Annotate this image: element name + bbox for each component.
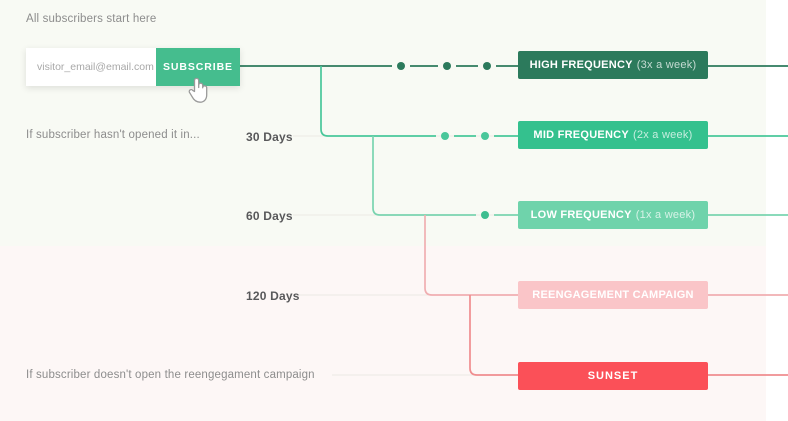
day-label-120: 120 Days <box>246 289 300 303</box>
flow-node-high-frequency-title: HIGH FREQUENCY <box>529 59 633 71</box>
flow-node-reengagement-campaign[interactable]: REENGAGEMENT CAMPAIGN <box>518 281 708 309</box>
flow-node-mid-frequency-detail: (2x a week) <box>632 129 693 141</box>
caption-no-open-reengagement: If subscriber doesn't open the reengegam… <box>26 369 315 381</box>
timeline-rules <box>293 135 520 376</box>
flow-node-low-frequency-title: LOW FREQUENCY <box>530 209 632 221</box>
caption-start: All subscribers start here <box>26 13 157 25</box>
flow-node-low-frequency[interactable]: LOW FREQUENCY (1x a week) <box>518 201 708 229</box>
caption-not-opened: If subscriber hasn't opened it in... <box>26 129 200 141</box>
wire-dots-high-frequency <box>397 62 491 70</box>
background-panel-right-margin <box>766 0 788 421</box>
background-panel-lower <box>0 246 766 421</box>
flow-node-mid-frequency-title: MID FREQUENCY <box>533 129 629 141</box>
email-input[interactable] <box>26 48 156 86</box>
wire-low-frequency <box>372 136 788 216</box>
flow-node-sunset[interactable]: SUNSET <box>518 362 708 390</box>
flow-node-high-frequency-detail: (3x a week) <box>636 59 697 71</box>
subscribe-button[interactable]: SUBSCRIBE <box>156 48 240 86</box>
flow-node-sunset-title: SUNSET <box>587 370 639 382</box>
wire-reengagement <box>424 215 788 296</box>
wire-mid-frequency <box>320 66 788 137</box>
flow-node-high-frequency[interactable]: HIGH FREQUENCY (3x a week) <box>518 51 708 79</box>
day-label-30: 30 Days <box>246 130 293 144</box>
flow-node-low-frequency-detail: (1x a week) <box>635 209 696 221</box>
day-label-60: 60 Days <box>246 209 293 223</box>
wire-dots-mid-frequency <box>441 132 489 140</box>
flow-node-mid-frequency[interactable]: MID FREQUENCY (2x a week) <box>518 121 708 149</box>
subscribe-form: SUBSCRIBE <box>26 48 240 86</box>
wire-sunset <box>469 295 788 376</box>
flow-node-reengagement-campaign-title: REENGAGEMENT CAMPAIGN <box>532 289 694 301</box>
wire-dots-low-frequency <box>481 211 489 219</box>
